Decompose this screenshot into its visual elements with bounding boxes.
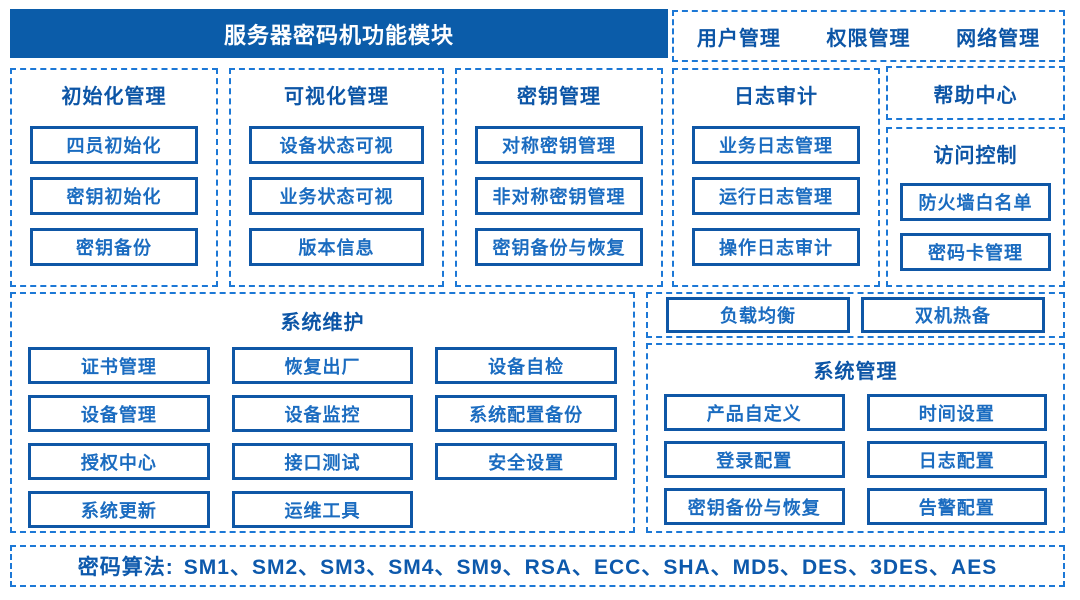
panel-title: 可视化管理: [284, 86, 389, 108]
panel-log-audit: 日志审计 业务日志管理 运行日志管理 操作日志审计: [672, 68, 880, 287]
panel-title: 系统维护: [280, 312, 365, 334]
module-box: 设备管理: [28, 395, 210, 432]
panel-high-availability: 负载均衡 双机热备: [646, 292, 1065, 338]
diagram-header: 服务器密码机功能模块: [10, 9, 668, 58]
panel-initialization-management: 初始化管理 四员初始化 密钥初始化 密钥备份: [10, 68, 218, 287]
label-help-center: 帮助中心: [933, 84, 1018, 107]
module-box: 密钥初始化: [30, 177, 198, 215]
module-box: 接口测试: [231, 443, 414, 480]
algorithms-label: 密码算法:: [77, 556, 174, 579]
panel-title: 初始化管理: [61, 86, 167, 108]
module-box: 运维工具: [231, 491, 414, 528]
module-box: 版本信息: [249, 228, 424, 266]
panel-system-management: 系统管理 产品自定义 时间设置 登录配置 日志配置 密钥备份与恢复 告警配置: [646, 343, 1065, 533]
module-box: 登录配置: [664, 441, 845, 478]
panel-title: 系统管理: [813, 361, 898, 383]
module-box: 双机热备: [861, 297, 1045, 333]
module-box: 授权中心: [28, 443, 210, 480]
panel-top-management: 用户管理 权限管理 网络管理: [672, 10, 1065, 62]
label-user-management: 用户管理: [696, 27, 781, 50]
module-box: 密钥备份与恢复: [664, 488, 845, 525]
panel-crypto-algorithms: 密码算法: SM1、SM2、SM3、SM4、SM9、RSA、ECC、SHA、MD…: [10, 545, 1065, 587]
panel-title: 日志审计: [734, 86, 818, 108]
module-box: 日志配置: [866, 441, 1047, 478]
label-network-management: 网络管理: [956, 27, 1041, 50]
module-box: 运行日志管理: [692, 177, 860, 215]
module-box: 产品自定义: [664, 394, 845, 431]
algorithms-list: SM1、SM2、SM3、SM4、SM9、RSA、ECC、SHA、MD5、DES、…: [183, 556, 998, 579]
label-permission-management: 权限管理: [826, 27, 911, 50]
module-box: 安全设置: [435, 443, 617, 480]
module-box: 设备自检: [435, 347, 617, 384]
module-box: 密码卡管理: [900, 233, 1051, 271]
module-box: 非对称密钥管理: [475, 177, 643, 215]
module-box: 设备状态可视: [249, 126, 424, 164]
module-box: 业务日志管理: [692, 126, 860, 164]
module-box: 系统更新: [28, 491, 210, 528]
panel-system-maintenance: 系统维护 证书管理 恢复出厂 设备自检 设备管理 设备监控 系统配置备份 授权中…: [10, 292, 635, 533]
panel-visualization-management: 可视化管理 设备状态可视 业务状态可视 版本信息: [229, 68, 444, 287]
module-box: 负载均衡: [666, 297, 850, 333]
module-box: 证书管理: [28, 347, 210, 384]
module-box: 设备监控: [231, 395, 414, 432]
module-box: 四员初始化: [30, 126, 198, 164]
module-box: 恢复出厂: [231, 347, 414, 384]
module-box: 系统配置备份: [435, 395, 617, 432]
module-box: 密钥备份与恢复: [475, 228, 643, 266]
module-box: 告警配置: [866, 488, 1047, 525]
panel-key-management: 密钥管理 对称密钥管理 非对称密钥管理 密钥备份与恢复: [455, 68, 663, 287]
diagram-title: 服务器密码机功能模块: [223, 22, 454, 48]
module-box: 业务状态可视: [249, 177, 424, 215]
panel-title: 访问控制: [933, 145, 1018, 167]
module-box: 防火墙白名单: [900, 183, 1051, 221]
panel-access-control: 访问控制 防火墙白名单 密码卡管理: [886, 127, 1065, 287]
module-box: 时间设置: [866, 394, 1047, 431]
module-box: 对称密钥管理: [475, 126, 643, 164]
module-box: 操作日志审计: [692, 228, 860, 266]
panel-help-center: 帮助中心: [886, 66, 1065, 120]
module-box: 密钥备份: [30, 228, 198, 266]
panel-title: 密钥管理: [517, 86, 601, 108]
